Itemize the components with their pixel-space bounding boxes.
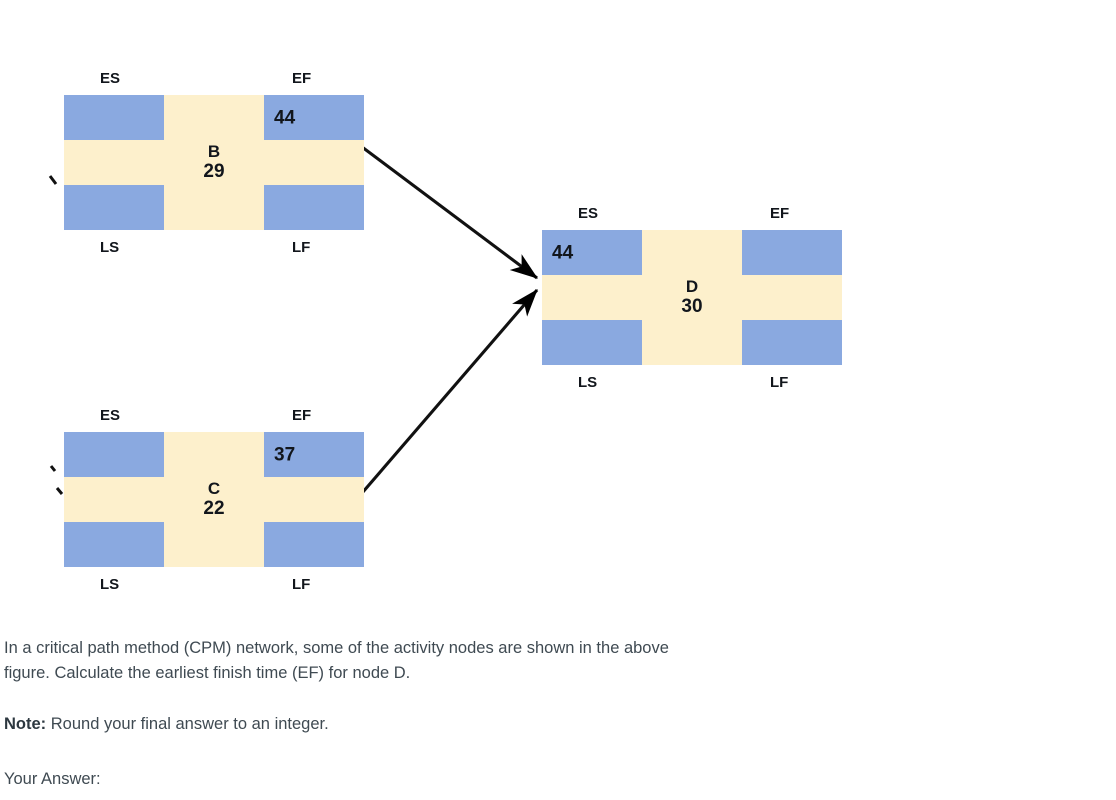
node-b-es-cell: [64, 95, 164, 140]
activity-node-b[interactable]: 44 B 29 ES EF LS LF: [64, 70, 364, 256]
activity-node-d[interactable]: 44 D 30 ES EF LS LF: [542, 205, 842, 391]
edge-c-to-d: [354, 288, 539, 502]
node-c-bottom-center-cell: [164, 522, 264, 567]
node-d-lf-cell: [742, 320, 842, 365]
question-note: Note: Round your final answer to an inte…: [4, 712, 704, 737]
node-d-top-center-cell: [642, 230, 742, 275]
node-d-es-value: 44: [552, 242, 574, 263]
question-prompt: In a critical path method (CPM) network,…: [4, 639, 669, 682]
edge-fragment-into-c-lower: [55, 487, 64, 495]
cpm-network-diagram: 44 B 29 ES EF LS LF: [48, 70, 842, 593]
node-b-duration: 29: [203, 161, 225, 183]
node-d-ef-label: EF: [770, 205, 790, 222]
node-d-es-cell: 44: [542, 230, 642, 275]
edge-b-to-d: [357, 142, 538, 280]
node-d-middle-right-cell: [742, 275, 842, 320]
node-c-middle-left-cell: [64, 477, 164, 522]
node-b-lf-cell: [264, 185, 364, 230]
node-b-bottom-center-cell: [164, 185, 264, 230]
node-c-center-cell: C 22: [164, 477, 264, 522]
node-c-es-cell: [64, 432, 164, 477]
node-b-center-cell: B 29: [164, 140, 264, 185]
node-c-es-label: ES: [100, 407, 121, 424]
node-b-top-center-cell: [164, 95, 264, 140]
node-b-lf-label: LF: [292, 239, 311, 256]
node-c-lf-label: LF: [292, 576, 311, 593]
node-c-lf-cell: [264, 522, 364, 567]
note-label: Note:: [4, 715, 47, 733]
node-b-letter: B: [207, 142, 221, 162]
node-c-top-center-cell: [164, 432, 264, 477]
node-c-ef-value: 37: [274, 444, 296, 465]
node-d-ef-cell: [742, 230, 842, 275]
node-b-ef-cell: 44: [264, 95, 364, 140]
node-c-duration: 22: [203, 498, 225, 520]
note-text: Round your final answer to an integer.: [50, 715, 329, 733]
node-c-middle-right-cell: [264, 477, 364, 522]
node-d-es-label: ES: [578, 205, 599, 222]
edge-fragment-into-b: [48, 175, 58, 185]
node-b-ls-cell: [64, 185, 164, 230]
node-c-ls-label: LS: [100, 576, 120, 593]
node-b-middle-right-cell: [264, 140, 364, 185]
node-d-center-cell: D 30: [642, 275, 742, 320]
node-d-bottom-center-cell: [642, 320, 742, 365]
node-c-ef-cell: 37: [264, 432, 364, 477]
edge-fragment-into-c-upper: [49, 465, 57, 472]
activity-node-c[interactable]: 37 C 22 ES EF LS LF: [64, 407, 364, 593]
node-d-ls-label: LS: [578, 374, 598, 391]
node-d-letter: D: [685, 277, 699, 297]
node-d-duration: 30: [681, 296, 703, 318]
node-b-es-label: ES: [100, 70, 121, 87]
question-text-block: In a critical path method (CPM) network,…: [4, 636, 704, 792]
node-c-ef-label: EF: [292, 407, 312, 424]
node-b-middle-left-cell: [64, 140, 164, 185]
node-b-ef-value: 44: [274, 107, 296, 128]
node-b-ef-label: EF: [292, 70, 312, 87]
answer-label: Your Answer:: [4, 770, 101, 788]
node-c-ls-cell: [64, 522, 164, 567]
node-b-ls-label: LS: [100, 239, 120, 256]
node-c-letter: C: [207, 479, 221, 499]
node-d-ls-cell: [542, 320, 642, 365]
node-d-middle-left-cell: [542, 275, 642, 320]
node-d-lf-label: LF: [770, 374, 789, 391]
